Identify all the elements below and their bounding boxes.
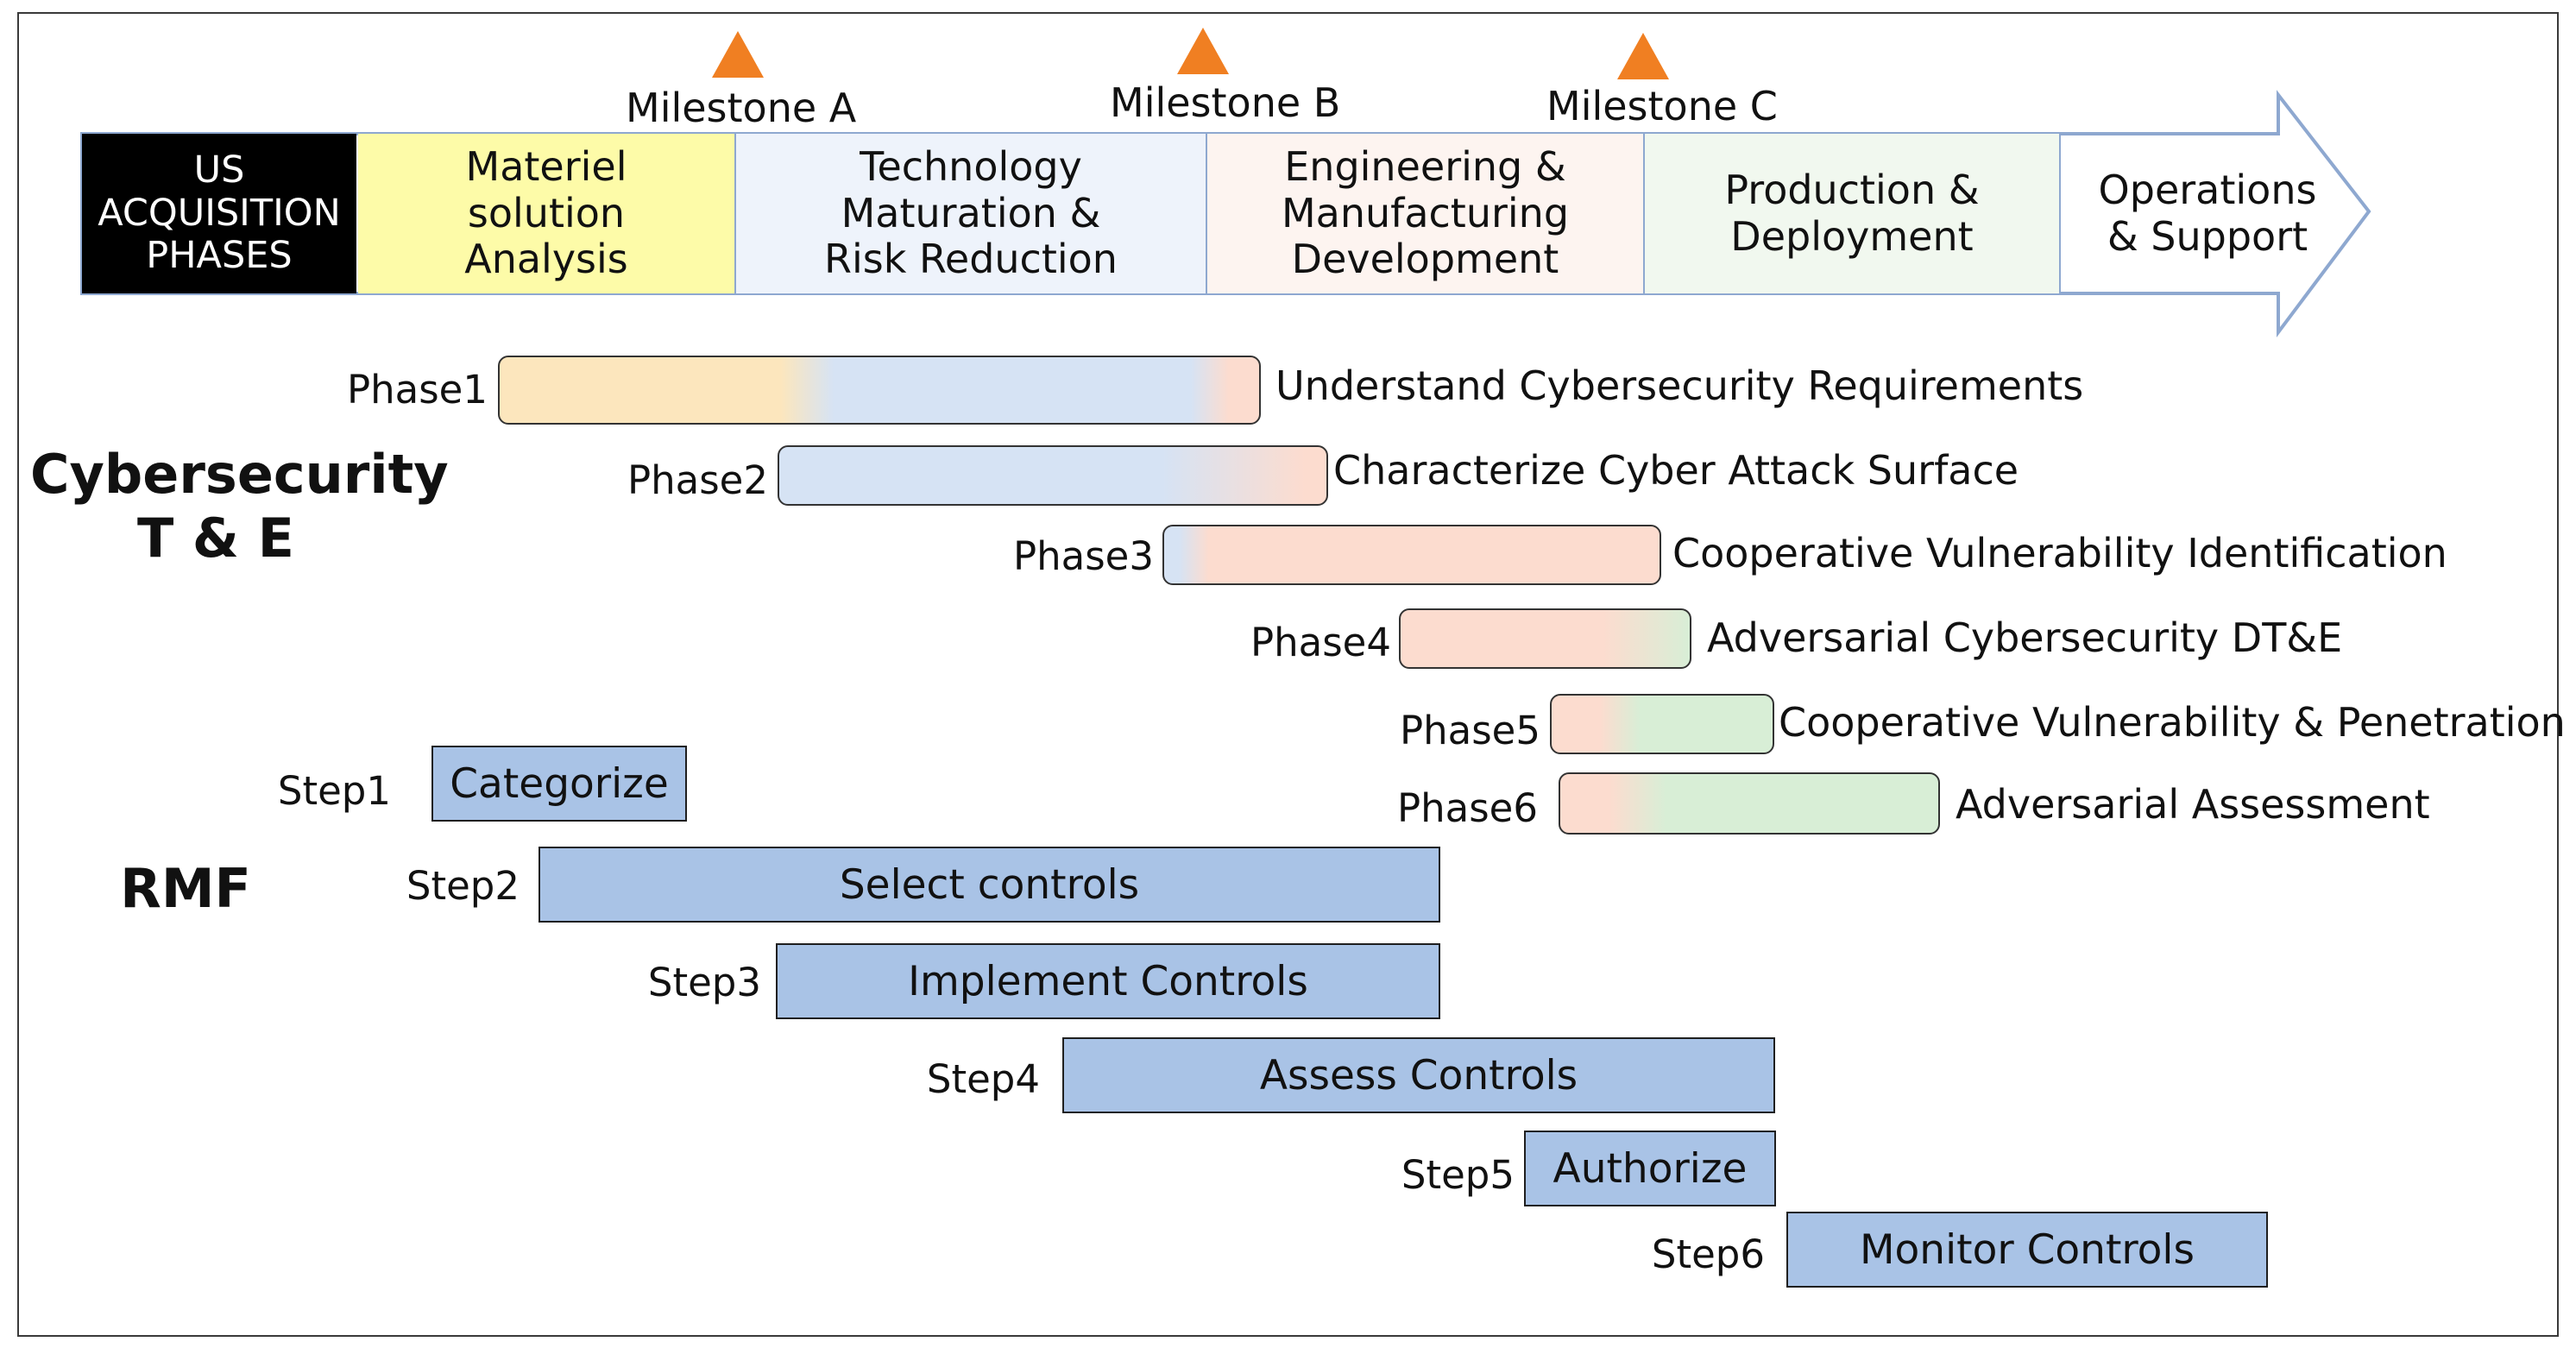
cyber-phase-bar <box>778 445 1328 506</box>
phase-cell-materiel-solution-analysis: Materiel solution Analysis <box>358 134 734 293</box>
cyber-phase-description: Adversarial Cybersecurity DT&E <box>1707 614 2343 661</box>
milestone-b-label: Milestone B <box>1110 79 1341 126</box>
cyber-phase-bar <box>1162 525 1661 585</box>
rmf-step-select-controls: Select controls <box>539 847 1440 923</box>
rmf-step-label: Step4 <box>926 1056 1040 1102</box>
phase-cell-engineering-manufacturing: Engineering & Manufacturing Development <box>1207 134 1643 293</box>
cyber-phase-bar <box>498 356 1261 425</box>
rmf-step-label: Step5 <box>1401 1152 1515 1198</box>
cyber-phase-label: Phase6 <box>1397 785 1538 831</box>
milestone-c-marker <box>1617 33 1669 79</box>
rmf-step-authorize: Authorize <box>1524 1131 1776 1206</box>
phase-cell-technology-maturation: Technology Maturation & Risk Reduction <box>736 134 1206 293</box>
cyber-phase-description: Cooperative Vulnerability & Penetration <box>1779 699 2566 746</box>
phase-divider <box>2059 134 2061 293</box>
cyber-phase-bar <box>1399 608 1691 669</box>
cyber-phase-bar <box>1550 694 1774 754</box>
milestone-a-marker <box>712 31 764 78</box>
diagram-frame <box>17 12 2559 1337</box>
rmf-step-label: Step3 <box>647 960 761 1005</box>
cyber-phase-description: Characterize Cyber Attack Surface <box>1333 447 2019 494</box>
cyber-phase-description: Cooperative Vulnerability Identification <box>1672 530 2447 576</box>
rmf-step-monitor-controls: Monitor Controls <box>1786 1212 2268 1288</box>
cyber-phase-label: Phase2 <box>627 457 768 503</box>
cyber-phase-description: Adversarial Assessment <box>1956 781 2430 828</box>
phase-divider <box>734 134 736 293</box>
rmf-step-categorize: Categorize <box>431 746 687 822</box>
rmf-step-label: Step6 <box>1651 1231 1765 1277</box>
milestone-c-label: Milestone C <box>1546 83 1778 129</box>
section-title-rmf: RMF <box>120 857 251 920</box>
cyber-phase-bar <box>1559 772 1940 835</box>
phase-cell-us-acquisition: US ACQUISITION PHASES <box>82 134 356 293</box>
rmf-step-label: Step2 <box>406 863 520 909</box>
rmf-step-implement-controls: Implement Controls <box>776 943 1440 1019</box>
phase-divider <box>1643 134 1645 293</box>
phase-divider <box>1206 134 1207 293</box>
phase-cell-production-deployment: Production & Deployment <box>1645 134 2059 293</box>
cyber-phase-description: Understand Cybersecurity Requirements <box>1275 362 2084 409</box>
milestone-b-marker <box>1177 28 1229 74</box>
phase-cell-operations-support: Operations & Support <box>2098 167 2317 260</box>
cyber-phase-label: Phase3 <box>1013 533 1154 579</box>
cyber-phase-label: Phase5 <box>1400 708 1540 753</box>
section-title-cybersecurity-te: Cybersecurity T & E <box>30 443 449 570</box>
milestone-a-label: Milestone A <box>626 85 857 131</box>
rmf-step-label: Step1 <box>277 768 391 814</box>
cyber-phase-label: Phase4 <box>1250 620 1391 665</box>
rmf-step-assess-controls: Assess Controls <box>1062 1037 1775 1113</box>
cyber-phase-label: Phase1 <box>347 367 488 413</box>
